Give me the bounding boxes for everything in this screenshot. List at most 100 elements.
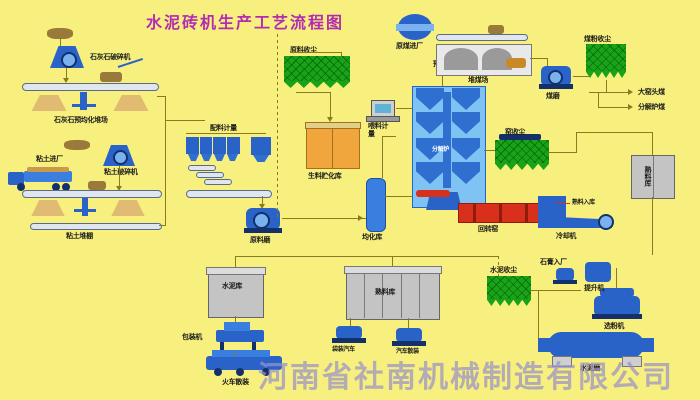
cement-silo-roof: [206, 267, 266, 275]
cement-silo-to-packing: [235, 316, 236, 322]
clinker-silo-label: 熟料库: [644, 166, 652, 187]
raw-dust-hoppers: [284, 81, 350, 88]
raw-meal-tank-label: 生料贮化库: [308, 172, 342, 180]
raw-meal-tank-in-arrow-icon: [327, 117, 333, 122]
clinker-silo-icon: [631, 155, 675, 199]
batching-weigh-belt-2: [196, 172, 224, 178]
section-divider-line: [277, 34, 278, 220]
kiln-tyre-3: [525, 204, 528, 222]
clinker-store-sep-4: [419, 272, 420, 318]
limestone-raw-pile-icon: [47, 28, 73, 39]
clinker-store-outlet-line: [408, 318, 409, 328]
decomposer-label: 分解炉: [432, 146, 450, 153]
coalmill-to-dust: [573, 76, 589, 77]
raw-dust-to-tank: [330, 92, 331, 120]
raw-mill-dust-label: 原料收尘: [290, 46, 317, 54]
clay-plant-label: 粘土进厂: [36, 155, 63, 163]
separator-base: [592, 314, 642, 319]
limestone-reclaimer-icon: [80, 92, 87, 110]
clay-reclaimer-icon: [82, 198, 88, 216]
kiln-head-coal-label: 大窑头煤: [638, 88, 665, 96]
raw-mill-drum-icon: [253, 212, 270, 229]
elevator-label: 提升机: [584, 284, 605, 292]
bag-truck-load: [212, 350, 270, 357]
cement-silo-feed-h: [235, 256, 392, 257]
limestone-stacker-icon: [100, 72, 122, 82]
clay-crusher-rotor-icon: [113, 150, 128, 165]
riser-to-batching: [165, 120, 205, 121]
clay-crusher-label: 粘土破碎机: [104, 168, 138, 176]
clinker-store-label: 熟料库: [375, 288, 396, 296]
rotary-kiln-icon: [458, 203, 540, 223]
bag-truck-label: 袋装汽车: [332, 346, 355, 353]
rawmill-to-silo-arrow-icon: [358, 215, 363, 221]
coal-stacker-icon: [488, 25, 504, 34]
limestone-down-line: [66, 68, 67, 80]
batching-collect-conveyor: [186, 190, 272, 198]
raw-meal-tank-right: [332, 125, 360, 169]
kilndust-out-riser: [576, 132, 577, 152]
rawmill-to-silo: [282, 218, 366, 219]
diagram-title: 水泥砖机生产工艺流程图: [146, 13, 345, 32]
kiln-dust-hoppers: [495, 163, 549, 170]
batching-bin-div-1: [199, 137, 200, 154]
clay-yard-label: 粘土堆棚: [66, 232, 93, 240]
batching-bin-div-3: [226, 137, 227, 154]
raw-meal-tank-left: [306, 125, 334, 169]
cement-feeder-left-line: [350, 318, 351, 326]
bag-truck-wheel-3: [262, 368, 270, 376]
coal-yard-label: 堆煤场: [468, 76, 489, 84]
tower-to-kilndust: [484, 150, 495, 151]
company-watermark: 河南省社南机械制造有限公司: [258, 360, 674, 395]
batching-hopper-3: [214, 154, 225, 161]
coal-mill-drum-icon: [548, 70, 563, 85]
clinker-store-outlet-feeder: [396, 328, 422, 342]
clay-crusher-down-line: [119, 166, 120, 188]
kiln-dust-top-cap: [499, 134, 541, 140]
coal-mill-label: 煤磨: [546, 92, 560, 100]
cement-dust-riser: [498, 256, 499, 276]
weighing-computer-screen: [375, 104, 391, 113]
kiln-inlet-seal: [416, 190, 450, 197]
limestone-reclaimer-arm: [72, 104, 96, 107]
clay-raw-pile-icon: [64, 140, 90, 150]
cementdust-to-mill: [531, 290, 581, 291]
batching-hopper-1: [188, 154, 199, 161]
rotary-kiln-label: 回转窑: [478, 225, 499, 233]
bag-truck-wheel-2: [236, 368, 244, 376]
gypsum-crusher-icon: [556, 268, 574, 281]
train-bulk-label: 火车散装: [222, 378, 249, 386]
cement-mill-label: 水泥磨: [580, 364, 601, 372]
cement-elevator-icon: [585, 262, 611, 282]
kiln-head-line: [556, 203, 570, 204]
left-riser-line: [165, 96, 166, 226]
kiln-head-coal-arrow-icon: [628, 89, 633, 95]
separator-icon: [594, 296, 640, 316]
kiln-tyre-1: [473, 204, 476, 222]
weigh-to-preheater: [396, 108, 412, 109]
cement-mill-inlet: [538, 338, 552, 352]
cement-dust-hatch: [487, 276, 531, 300]
batching-bin-div-2: [212, 137, 213, 154]
kilndust-to-silo-v: [652, 132, 653, 146]
batching-weigh-belt-3: [204, 179, 232, 185]
limestone-prehomog-label: 石灰石预均化堆场: [54, 116, 108, 124]
clinker-store-roof: [344, 266, 442, 274]
weighing-meter-label: 喂料计量: [368, 122, 389, 138]
clay-to-riser: [159, 225, 166, 226]
kilndust-to-silo: [576, 132, 652, 133]
cement-mill-pier-left: [552, 356, 572, 367]
coalyard-to-mill-v: [547, 58, 548, 68]
batching-scale-hopper: [253, 155, 269, 162]
raw-silo-label: 均化库: [362, 233, 383, 241]
clay-pile-right: [111, 200, 145, 216]
gypsum-crusher-base: [553, 280, 577, 284]
cement-mill-icon: [548, 332, 644, 358]
clay-outfeed-conveyor: [30, 223, 162, 230]
cement-silo-icon: [208, 272, 264, 318]
clay-truck-bed: [24, 171, 72, 182]
weighing-computer-base: [366, 116, 400, 122]
cement-feeder-left-base: [332, 338, 366, 343]
raw-mill-dust-collector-icon: [284, 56, 350, 88]
clay-crusher-down-arrow-icon: [116, 186, 122, 191]
